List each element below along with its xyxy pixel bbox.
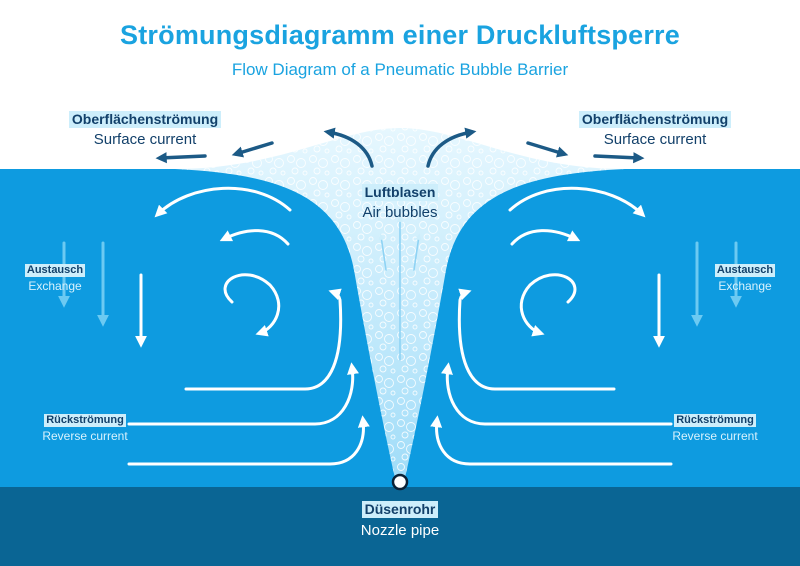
air-bubbles-label-de: Luftblasen: [361, 184, 439, 201]
loop-left-lower-arrow: [184, 288, 343, 391]
exchange-label-right: Austausch Exchange: [698, 259, 792, 294]
nozzle-pipe-label-en: Nozzle pipe: [360, 522, 440, 540]
reverse-current-label-left-en: Reverse current: [42, 429, 128, 444]
loop-left-bottom-arrow: [127, 362, 359, 426]
surface-current-label-right: Oberflächenströmung Surface current: [550, 110, 760, 149]
surface-current-label-right-en: Surface current: [603, 131, 707, 149]
surface-current-label-right-de: Oberflächenströmung: [578, 111, 732, 128]
exchange-label-right-en: Exchange: [718, 279, 772, 294]
nozzle-pipe-label-de: Düsenrohr: [361, 501, 439, 518]
diagram-subtitle: Flow Diagram of a Pneumatic Bubble Barri…: [231, 60, 569, 79]
rising-arrow-right: [413, 233, 422, 271]
top-arrow-left: [323, 127, 374, 168]
air-bubbles-label: Luftblasen Air bubbles: [330, 183, 470, 222]
surface-current-label-left-de: Oberflächenströmung: [68, 111, 222, 128]
exchange-label-left: Austausch Exchange: [8, 259, 102, 294]
exchange-label-left-de: Austausch: [24, 264, 86, 278]
air-bubbles-label-en: Air bubbles: [362, 204, 438, 222]
surface-arrow-left-outer: [155, 152, 207, 164]
loop-right-lower-arrow: [457, 288, 616, 391]
nozzle-pipe: [391, 473, 409, 491]
surface-arrow-right-outer: [593, 152, 645, 164]
reverse-right-arrow: [430, 415, 673, 466]
water-bottom-layer: [0, 487, 800, 566]
exchange-label-right-de: Austausch: [714, 264, 776, 278]
vortex-left-inner-arrow: [223, 273, 281, 337]
diagram-title: Strömungsdiagramm einer Druckluftsperre: [120, 20, 680, 50]
exchange-label-left-en: Exchange: [28, 279, 82, 294]
vortex-right-outer-arrow: [508, 186, 646, 218]
reverse-current-label-right-en: Reverse current: [672, 429, 758, 444]
loop-right-bottom-arrow: [441, 362, 673, 426]
surface-arrow-right-inner: [526, 141, 569, 158]
vortex-right-inner-arrow: [519, 273, 577, 337]
reverse-current-label-right: Rückströmung Reverse current: [652, 409, 778, 444]
reverse-current-label-left-de: Rückströmung: [44, 414, 126, 428]
surface-current-label-left: Oberflächenströmung Surface current: [40, 110, 250, 149]
vortex-left-outer-arrow: [154, 186, 292, 218]
vortex-left-mid-arrow: [219, 229, 290, 246]
reverse-current-label-left: Rückströmung Reverse current: [22, 409, 148, 444]
nozzle-pipe-label: Düsenrohr Nozzle pipe: [340, 500, 460, 540]
reverse-current-label-right-de: Rückströmung: [674, 414, 756, 428]
vortex-right-mid-arrow: [510, 229, 581, 246]
top-arrow-right: [426, 127, 477, 168]
surface-current-label-left-en: Surface current: [93, 131, 197, 149]
surface-arrow-left-inner: [231, 141, 274, 158]
reverse-left-arrow: [127, 415, 370, 466]
rising-arrow-left: [378, 233, 387, 271]
